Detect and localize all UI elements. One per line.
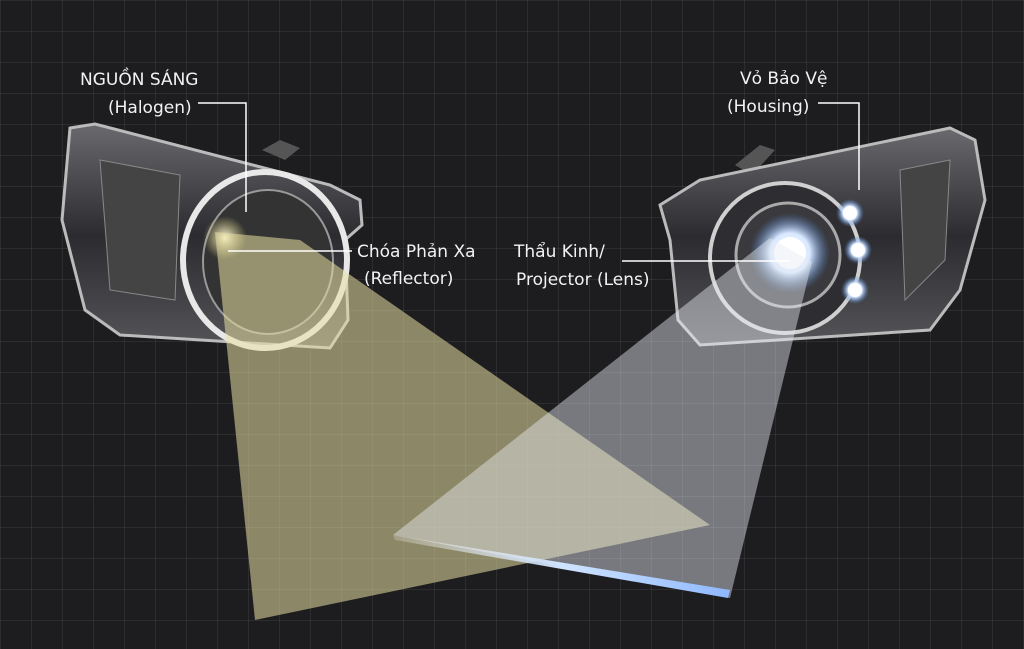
leader-light-source [198,102,247,212]
label-housing-title: Vỏ Bảo Vệ [740,69,828,89]
label-reflector-subtitle: (Reflector) [364,269,454,289]
projector-headlamp [658,126,987,347]
label-reflector-title: Chóa Phản Xa [357,242,476,262]
projector-beam [393,238,812,598]
label-lens-subtitle: Projector (Lens) [516,270,650,290]
halogen-beam [215,232,710,620]
leader-housing [818,102,860,190]
label-light-source-subtitle: (Halogen) [108,98,192,118]
projector-floor-line [393,535,730,598]
label-light-source-title: NGUỒN SÁNG [80,70,199,90]
label-housing-subtitle: (Housing) [727,97,810,117]
mounting-bracket [735,145,775,175]
label-lens-title: Thẩu Kinh/ [514,242,605,262]
mounting-bracket [262,140,300,160]
